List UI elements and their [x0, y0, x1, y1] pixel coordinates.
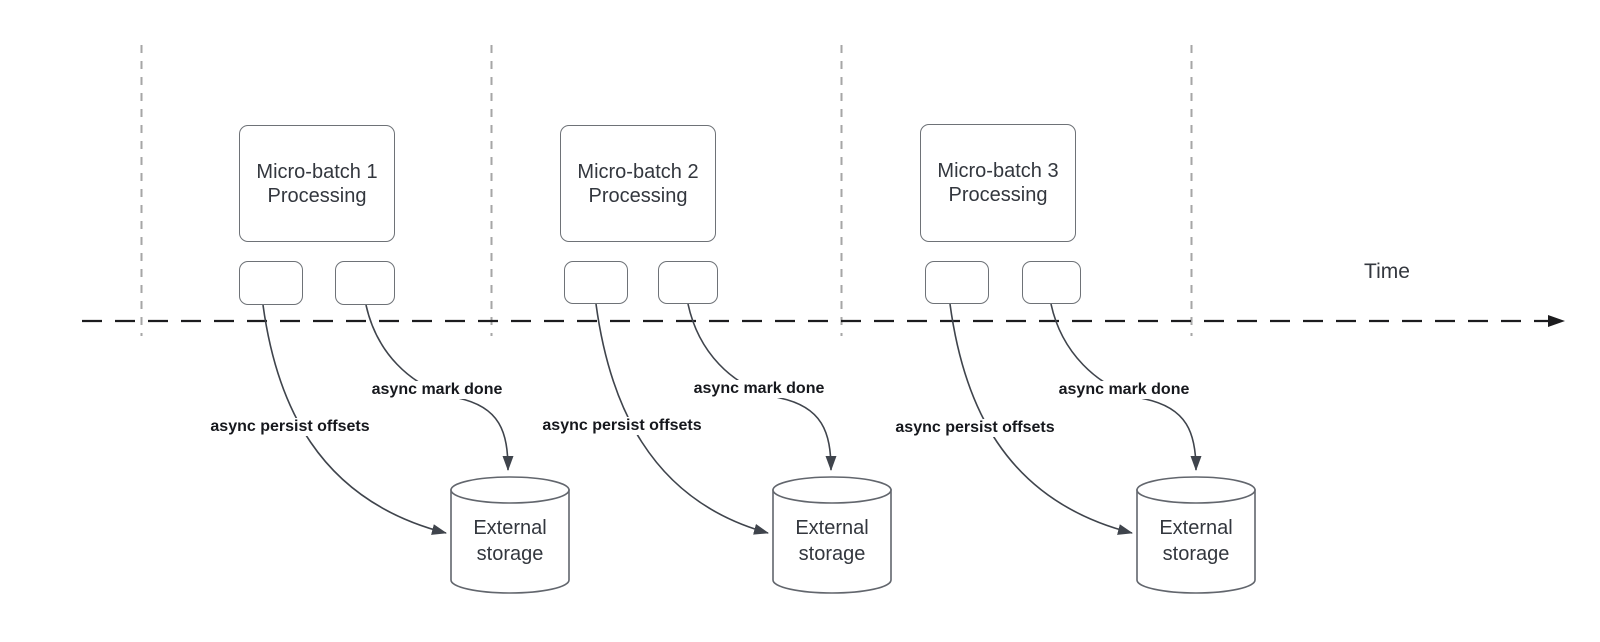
external-storage-label-1: External storage: [473, 515, 546, 567]
persist-offsets-arrow-3: [949, 303, 1133, 535]
micro-batch-2-offsets-task-box: [564, 261, 628, 304]
time-axis-label: Time: [1364, 260, 1410, 283]
external-storage-cylinder-3: [1136, 476, 1256, 594]
micro-batch-1-processing-box: Micro-batch 1 Processing: [239, 125, 395, 242]
micro-batch-2-title-line2: Processing: [588, 184, 688, 207]
micro-batch-1-title-line2: Processing: [267, 184, 367, 207]
micro-batch-1-markdone-task-box: [335, 261, 395, 305]
micro-batch-3-title-line1: Micro-batch 3: [937, 160, 1059, 182]
external-storage-label-2-line1: External: [795, 517, 869, 539]
external-storage-label-3: External storage: [1159, 515, 1232, 567]
external-storage-label-2-line2: storage: [798, 543, 866, 565]
micro-batch-2-markdone-task-box: [658, 261, 718, 304]
micro-batch-3-offsets-task-box: [925, 261, 989, 304]
micro-batch-2-processing-box: Micro-batch 2 Processing: [560, 125, 716, 242]
micro-batch-1-offsets-task-box: [239, 261, 303, 305]
mark-done-label-3: async mark done: [1055, 381, 1193, 399]
mark-done-label-2: async mark done: [690, 380, 828, 398]
persist-offsets-arrow-1: [262, 304, 447, 535]
micro-batch-2-title-line1: Micro-batch 2: [577, 160, 699, 183]
external-storage-label-3-line2: storage: [1162, 543, 1230, 565]
persist-offsets-arrow-2: [595, 303, 769, 535]
micro-batch-3-title-line2: Processing: [948, 184, 1048, 206]
micro-batch-1-title-line1: Micro-batch 1: [256, 160, 378, 183]
external-storage-label-1-line2: storage: [476, 543, 544, 565]
micro-batch-3-markdone-task-box: [1022, 261, 1081, 304]
external-storage-label-1-line1: External: [473, 517, 547, 539]
external-storage-label-3-line1: External: [1159, 517, 1233, 539]
external-storage-label-2: External storage: [795, 515, 868, 567]
external-storage-cylinder-2: [772, 476, 892, 594]
persist-offsets-label-2: async persist offsets: [539, 417, 705, 435]
micro-batch-3-processing-box: Micro-batch 3 Processing: [920, 124, 1076, 242]
external-storage-cylinder-1: [450, 476, 570, 594]
persist-offsets-label-3: async persist offsets: [892, 419, 1058, 437]
persist-offsets-label-1: async persist offsets: [207, 418, 373, 436]
mark-done-label-1: async mark done: [368, 381, 506, 399]
